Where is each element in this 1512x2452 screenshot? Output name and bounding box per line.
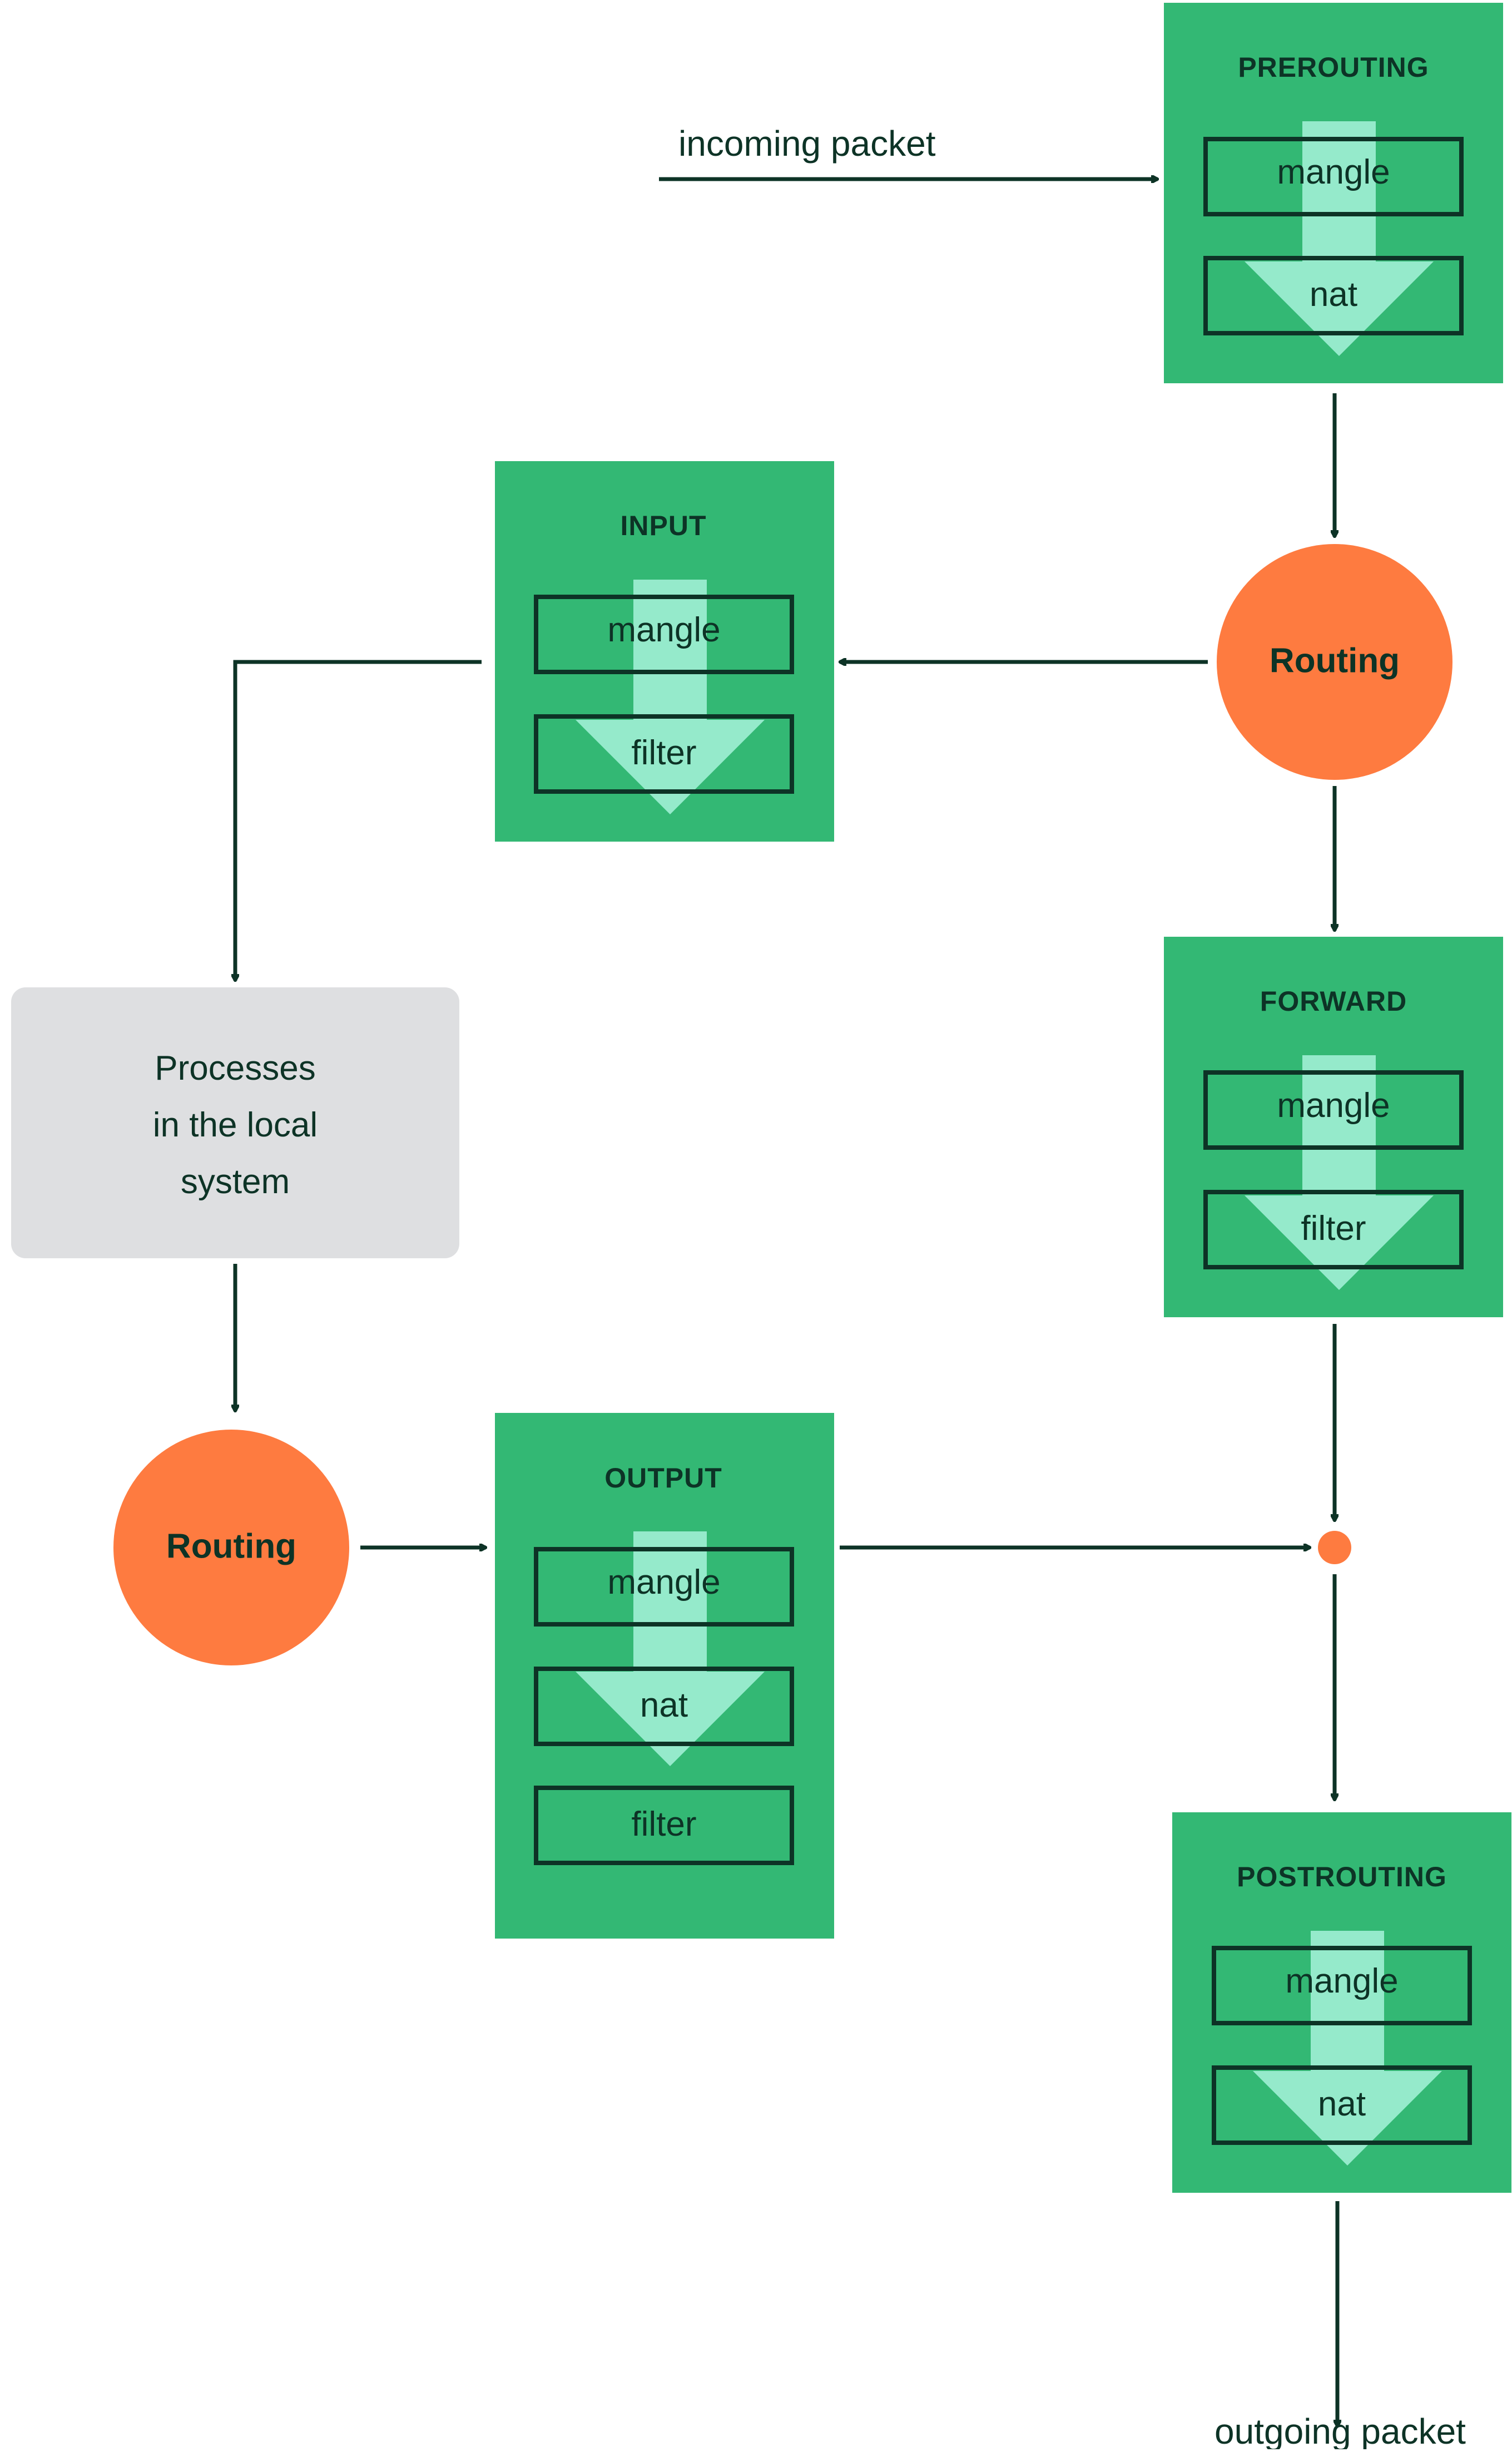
input-to-process-arrow — [235, 660, 482, 981]
flow-arrow-head — [576, 720, 765, 814]
table-label: filter — [631, 734, 696, 772]
chain-output: OUTPUT mangle nat filter — [495, 1413, 834, 1939]
routing-node-right: Routing — [1217, 544, 1452, 780]
chain-title: FORWARD — [1260, 986, 1407, 1017]
table-mangle: mangle — [534, 1547, 794, 1627]
process-line-2: in the local — [153, 1106, 318, 1144]
flow-arrow-shaft — [1311, 1931, 1384, 2074]
table-label: nat — [1318, 2085, 1366, 2123]
flow-arrow-head — [1245, 1195, 1434, 1290]
local-processes-box: Processes in the local system — [11, 987, 459, 1258]
routing-label: Routing — [1270, 641, 1400, 680]
table-label: filter — [1301, 1209, 1366, 1248]
table-nat: nat — [534, 1667, 794, 1746]
table-mangle: mangle — [1212, 1946, 1472, 2025]
chain-forward: FORWARD mangle filter — [1164, 937, 1503, 1317]
table-label: mangle — [1285, 1962, 1398, 2000]
table-label: filter — [631, 1805, 696, 1843]
chain-title: PREROUTING — [1238, 52, 1429, 83]
table-filter: filter — [534, 1786, 794, 1865]
table-label: mangle — [1277, 153, 1390, 191]
process-line-3: system — [181, 1163, 290, 1201]
chain-title: INPUT — [621, 510, 707, 541]
junction-dot — [1318, 1531, 1351, 1564]
table-mangle: mangle — [1203, 137, 1464, 216]
routing-label: Routing — [166, 1527, 296, 1565]
table-mangle: mangle — [534, 595, 794, 674]
table-nat: nat — [1203, 256, 1464, 335]
incoming-packet-label: incoming packet — [678, 123, 936, 164]
table-filter: filter — [1203, 1190, 1464, 1269]
flow-arrow-shaft — [1302, 121, 1376, 265]
flow-arrow-head — [1245, 261, 1434, 356]
flow-arrow-shaft — [1302, 1055, 1376, 1199]
chain-title: POSTROUTING — [1237, 1861, 1447, 1892]
table-nat: nat — [1212, 2065, 1472, 2145]
table-label: mangle — [1277, 1086, 1390, 1125]
table-label: mangle — [607, 1563, 720, 1601]
connectors — [235, 179, 1337, 2426]
table-label: nat — [1310, 275, 1357, 314]
outgoing-packet-label: outgoing packet — [1214, 2411, 1466, 2449]
chain-prerouting: PREROUTING mangle nat — [1164, 3, 1503, 383]
flow-arrow-head — [1253, 2071, 1442, 2166]
chain-title: OUTPUT — [604, 1462, 722, 1494]
table-label: nat — [640, 1686, 688, 1724]
chain-input: INPUT mangle filter — [495, 461, 834, 842]
table-mangle: mangle — [1203, 1070, 1464, 1150]
process-line-1: Processes — [155, 1049, 315, 1087]
chain-postrouting: POSTROUTING mangle nat — [1172, 1812, 1511, 2193]
table-filter: filter — [534, 714, 794, 794]
table-label: mangle — [607, 611, 720, 649]
flow-arrow-shaft — [633, 580, 707, 723]
flow-arrow-shaft — [633, 1531, 707, 1675]
routing-node-left: Routing — [113, 1430, 349, 1665]
flow-arrow-head — [576, 1672, 765, 1766]
